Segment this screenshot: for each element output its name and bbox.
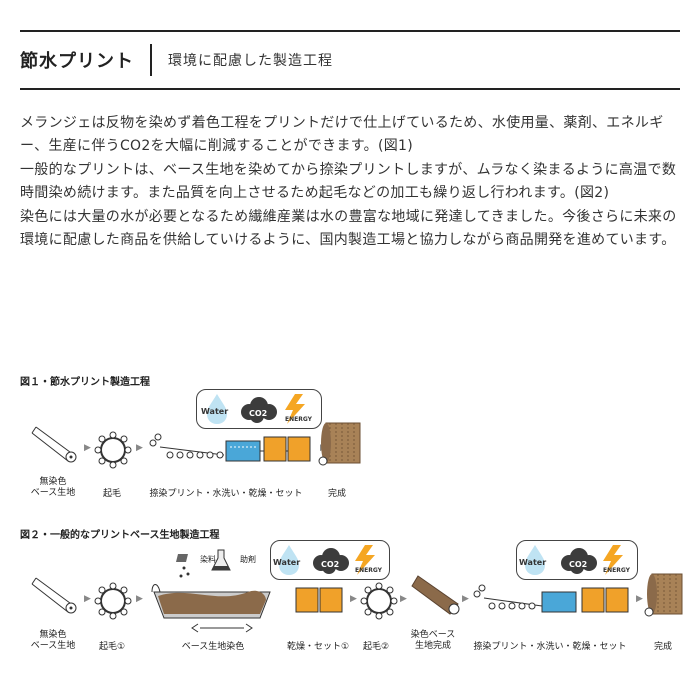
dye-aid-label: 助剤 bbox=[240, 555, 256, 564]
body-text: メランジェは反物を染めず着色工程をプリントだけで仕上げているため、水使用量、薬剤… bbox=[20, 112, 684, 252]
resource-bubble: Water CO2 ENERGY bbox=[196, 389, 322, 429]
done-label: 完成 bbox=[327, 489, 346, 499]
dye-label: ベース生地染色 bbox=[181, 642, 245, 652]
page-subtitle: 環境に配慮した製造工程 bbox=[168, 53, 333, 69]
fabric-roll-icon bbox=[31, 577, 77, 614]
raising-machine-icon bbox=[94, 431, 132, 469]
header-bottom-rule bbox=[20, 88, 680, 90]
page-title: 節水プリント bbox=[20, 51, 134, 72]
dry1-label: 乾燥・セット① bbox=[286, 642, 350, 652]
undyed-label: 無染色 ベース生地 bbox=[30, 630, 76, 651]
flow-arrow: ▶ bbox=[136, 443, 143, 453]
flow-arrow: ▶ bbox=[400, 594, 407, 604]
energy-label: ENERGY bbox=[285, 416, 313, 423]
dyed-label: 染色ベース 生地完成 bbox=[410, 630, 456, 651]
water-label: Water bbox=[519, 558, 546, 567]
resource-bubble: Water CO2 ENERGY bbox=[270, 540, 390, 580]
fig2-diagram: ▶ ▶ 染料 助剤 Water CO2 ENERGY ▶ bbox=[0, 536, 700, 696]
energy-label: ENERGY bbox=[355, 567, 383, 574]
raising1-label: 起毛① bbox=[98, 642, 126, 652]
dryer-icon bbox=[295, 587, 343, 613]
print-label: 捺染プリント・水洗い・乾燥・セット bbox=[473, 642, 627, 652]
header-divider bbox=[150, 44, 152, 76]
co2-label: CO2 bbox=[321, 560, 339, 569]
print-label: 捺染プリント・水洗い・乾燥・セット bbox=[149, 489, 303, 499]
fig2-title: 図２・一般的なプリントベース生地製造工程 bbox=[20, 530, 220, 541]
top-rule bbox=[20, 30, 680, 32]
flow-arrow: ▶ bbox=[462, 594, 469, 604]
resource-bubble: Water CO2 ENERGY bbox=[516, 540, 638, 580]
undyed-label: 無染色 ベース生地 bbox=[30, 477, 76, 498]
raising-machine-icon bbox=[360, 582, 398, 620]
flow-arrow: ▶ bbox=[84, 594, 91, 604]
flow-arrow: ▶ bbox=[350, 594, 357, 604]
fig1-title: 図１・節水プリント製造工程 bbox=[20, 377, 150, 388]
paragraph-3: 染色には大量の水が必要となるため繊維産業は水の豊富な地域に発達してきました。今後… bbox=[20, 208, 677, 249]
raising-label: 起毛 bbox=[102, 489, 121, 499]
paragraph-1: メランジェは反物を染めず着色工程をプリントだけで仕上げているため、水使用量、薬剤… bbox=[20, 115, 664, 155]
section-header: 節水プリント 環境に配慮した製造工程 bbox=[20, 32, 680, 88]
dye-material-label: 染料 bbox=[200, 555, 216, 564]
print-line-icon bbox=[149, 433, 311, 462]
paragraph-2: 一般的なプリントは、ベース生地を染めてから捺染プリントしますが、ムラなく染まるよ… bbox=[20, 161, 677, 202]
co2-label: CO2 bbox=[569, 560, 587, 569]
dye-vat-icon bbox=[151, 549, 271, 633]
flow-arrow: ▶ bbox=[636, 594, 643, 604]
energy-label: ENERGY bbox=[603, 567, 631, 574]
raising2-label: 起毛② bbox=[362, 642, 390, 652]
finished-fabric-icon bbox=[644, 573, 683, 617]
flow-arrow: ▶ bbox=[136, 594, 143, 604]
water-label: Water bbox=[201, 407, 228, 416]
fig1-diagram: ▶ ▶ Water CO2 ENERGY ▶ bbox=[0, 385, 700, 505]
flow-arrow: ▶ bbox=[84, 443, 91, 453]
done-label: 完成 bbox=[653, 642, 672, 652]
raising-machine-icon bbox=[94, 582, 132, 620]
fabric-roll-icon bbox=[31, 426, 77, 463]
water-label: Water bbox=[273, 558, 300, 567]
co2-label: CO2 bbox=[249, 409, 267, 418]
print-line-icon bbox=[473, 584, 629, 613]
finished-fabric-icon bbox=[318, 422, 361, 466]
dyed-fabric-roll-icon bbox=[411, 575, 460, 615]
